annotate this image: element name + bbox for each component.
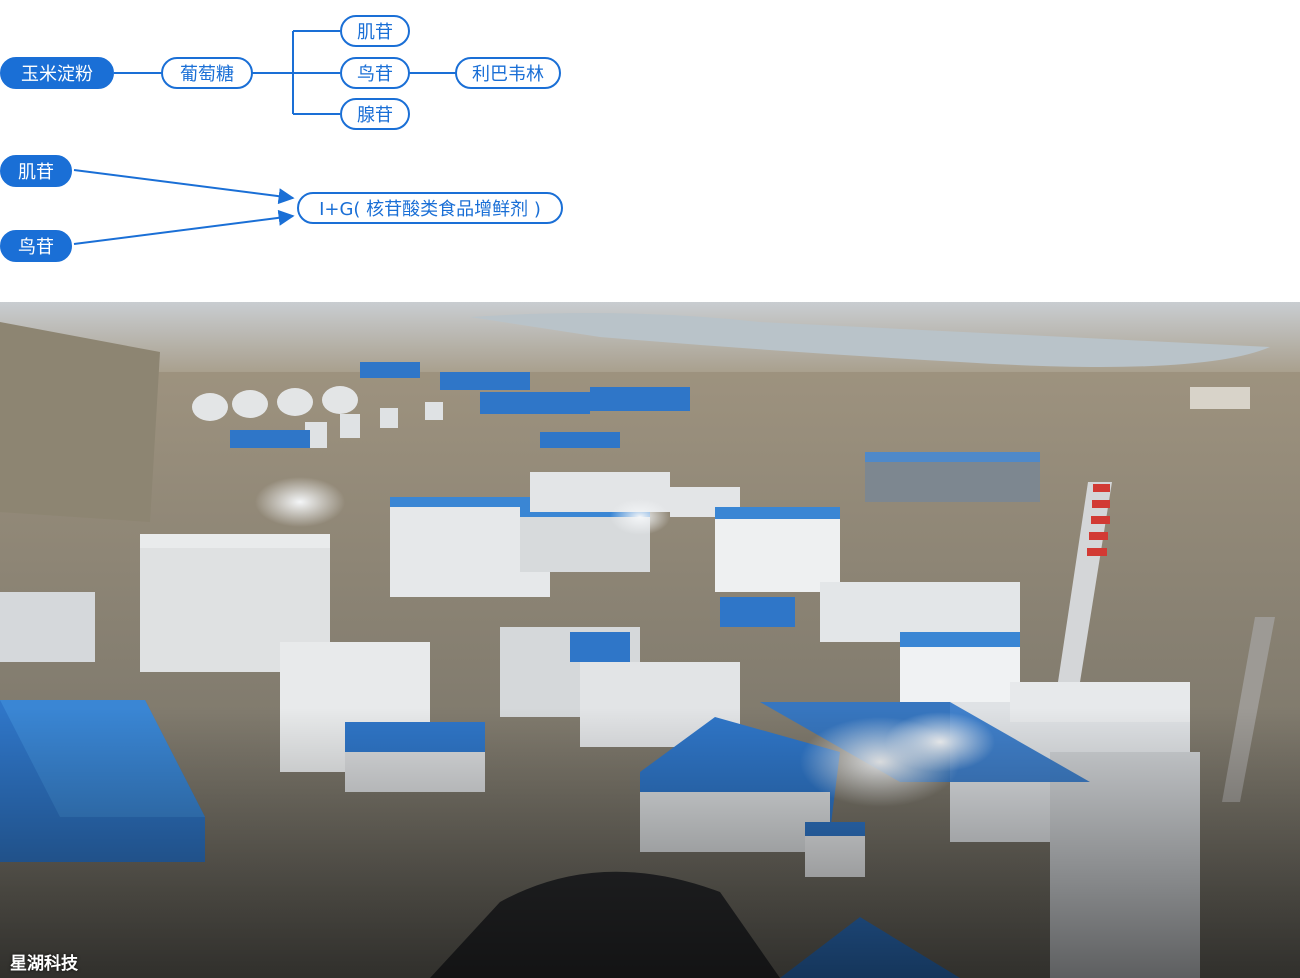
factory-illustration xyxy=(0,302,1300,978)
process-flow-diagram: 玉米淀粉 葡萄糖 肌苷 鸟苷 腺苷 利巴韦林 肌苷 鸟苷 I+G( 核苷酸类食品… xyxy=(0,0,1300,300)
node-inosine: 肌苷 xyxy=(340,15,410,47)
vignette xyxy=(0,302,1300,978)
node-corn-starch: 玉米淀粉 xyxy=(0,57,114,89)
node-guanosine: 鸟苷 xyxy=(340,57,410,89)
node-glucose: 葡萄糖 xyxy=(161,57,253,89)
photo-caption: 星湖科技 xyxy=(10,954,78,974)
flow-connectors xyxy=(73,30,456,245)
arrow-inosine-ig xyxy=(73,169,295,205)
node-ig-flavor-enhancer: I+G( 核苷酸类食品增鲜剂 ) xyxy=(297,192,563,224)
arrow-guanosine-ig xyxy=(73,209,295,245)
factory-aerial-photo: 星湖科技 xyxy=(0,302,1300,978)
node-ribavirin: 利巴韦林 xyxy=(455,57,561,89)
node-guanosine-source: 鸟苷 xyxy=(0,230,72,262)
node-inosine-source: 肌苷 xyxy=(0,155,72,187)
node-adenosine: 腺苷 xyxy=(340,98,410,130)
